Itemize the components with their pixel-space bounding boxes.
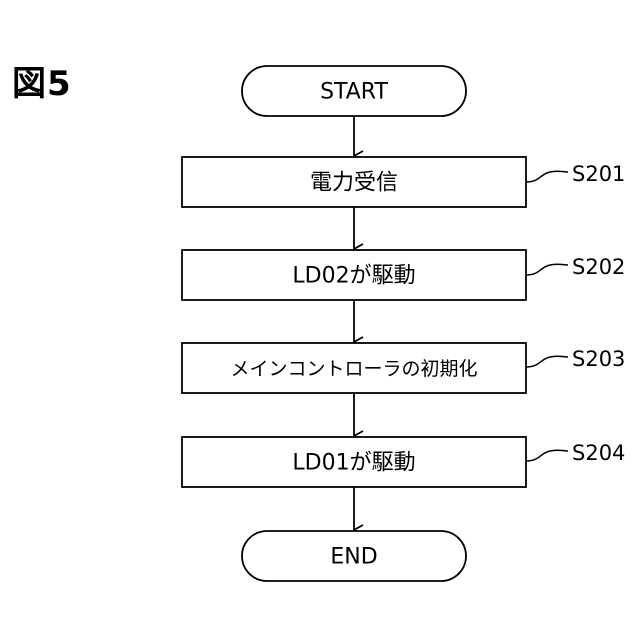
process-text-s203: メインコントローラの初期化 — [230, 358, 477, 380]
step-label-s204: S204 — [572, 441, 625, 465]
process-text-s204: LD01が駆動 — [292, 451, 415, 476]
start-text: START — [320, 80, 388, 105]
process-text-s201: 電力受信 — [310, 171, 398, 196]
leader-line-s201 — [526, 171, 568, 182]
step-label-s202: S202 — [572, 255, 625, 279]
process-text-s202: LD02が駆動 — [292, 264, 415, 289]
leader-line-s204 — [526, 450, 568, 461]
step-label-s203: S203 — [572, 347, 625, 371]
leader-line-s203 — [526, 356, 568, 367]
leader-line-s202 — [526, 264, 568, 275]
step-label-s201: S201 — [572, 162, 625, 186]
end-text: END — [330, 545, 377, 570]
